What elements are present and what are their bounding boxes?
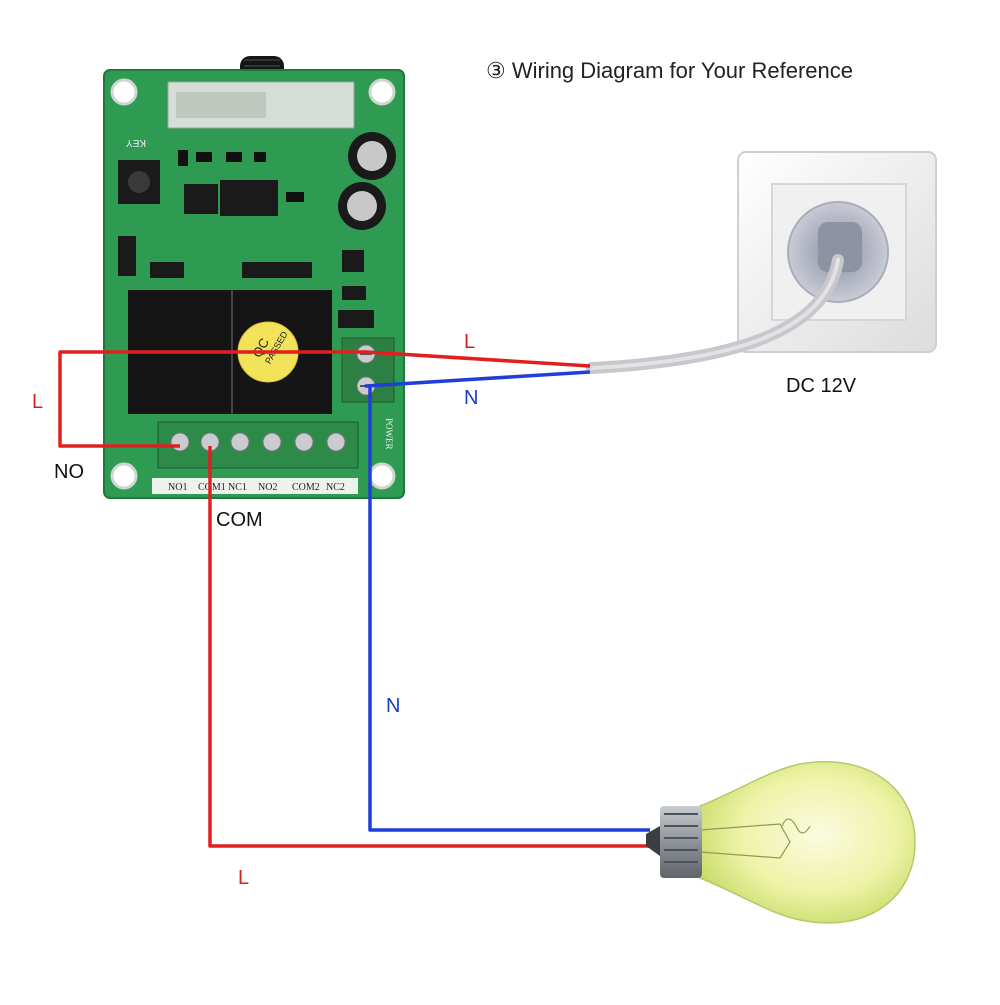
neutral-wires: [364, 370, 650, 832]
label-l-left: L: [32, 391, 44, 413]
label-no: NO: [54, 461, 84, 483]
ic-chip: [220, 180, 278, 216]
mounting-hole: [368, 462, 396, 490]
bulb-base: [660, 806, 702, 878]
plug-head: [818, 222, 862, 272]
label-l-top: L: [464, 331, 476, 353]
mounting-hole: [110, 78, 138, 106]
label-n-top: N: [464, 387, 479, 409]
terminal-screw-com2: [294, 432, 314, 452]
diagram-title: ③ Wiring Diagram for Your Reference: [486, 58, 853, 83]
terminal-label-com2: COM2: [292, 482, 320, 493]
label-l-bottom: L: [238, 867, 250, 889]
live-wire-com-to-lamp: [208, 446, 650, 848]
terminal-label-nc1: NC1: [228, 482, 247, 493]
terminal-label-nc2: NC2: [326, 482, 345, 493]
power-label: POWER: [384, 418, 394, 450]
neutral-wire: [364, 370, 650, 832]
relay-terminal-block: [157, 421, 359, 469]
terminal-label-com1: COM1: [198, 482, 226, 493]
terminal-label-no1: NO1: [168, 482, 187, 493]
terminal-screw-no2: [262, 432, 282, 452]
terminal-screw-nc2: [326, 432, 346, 452]
terminal-label-no2: NO2: [258, 482, 277, 493]
wall-socket: [737, 151, 937, 353]
mounting-hole: [368, 78, 396, 106]
bulb-glass: [699, 761, 916, 924]
label-dc-voltage: DC 12V: [786, 375, 857, 397]
terminal-screw-nc1: [230, 432, 250, 452]
key-silkscreen: KEY: [126, 137, 146, 148]
label-com: COM: [216, 509, 263, 531]
terminal-screw-no1: [170, 432, 190, 452]
live-wires: [58, 350, 650, 848]
bulb-contact: [646, 826, 660, 856]
mounting-hole: [110, 462, 138, 490]
jumper: [118, 236, 136, 276]
ic-chip: [184, 184, 218, 214]
light-bulb: [646, 761, 916, 924]
label-n-vertical: N: [386, 695, 401, 717]
live-wire-to-no: [58, 350, 591, 448]
